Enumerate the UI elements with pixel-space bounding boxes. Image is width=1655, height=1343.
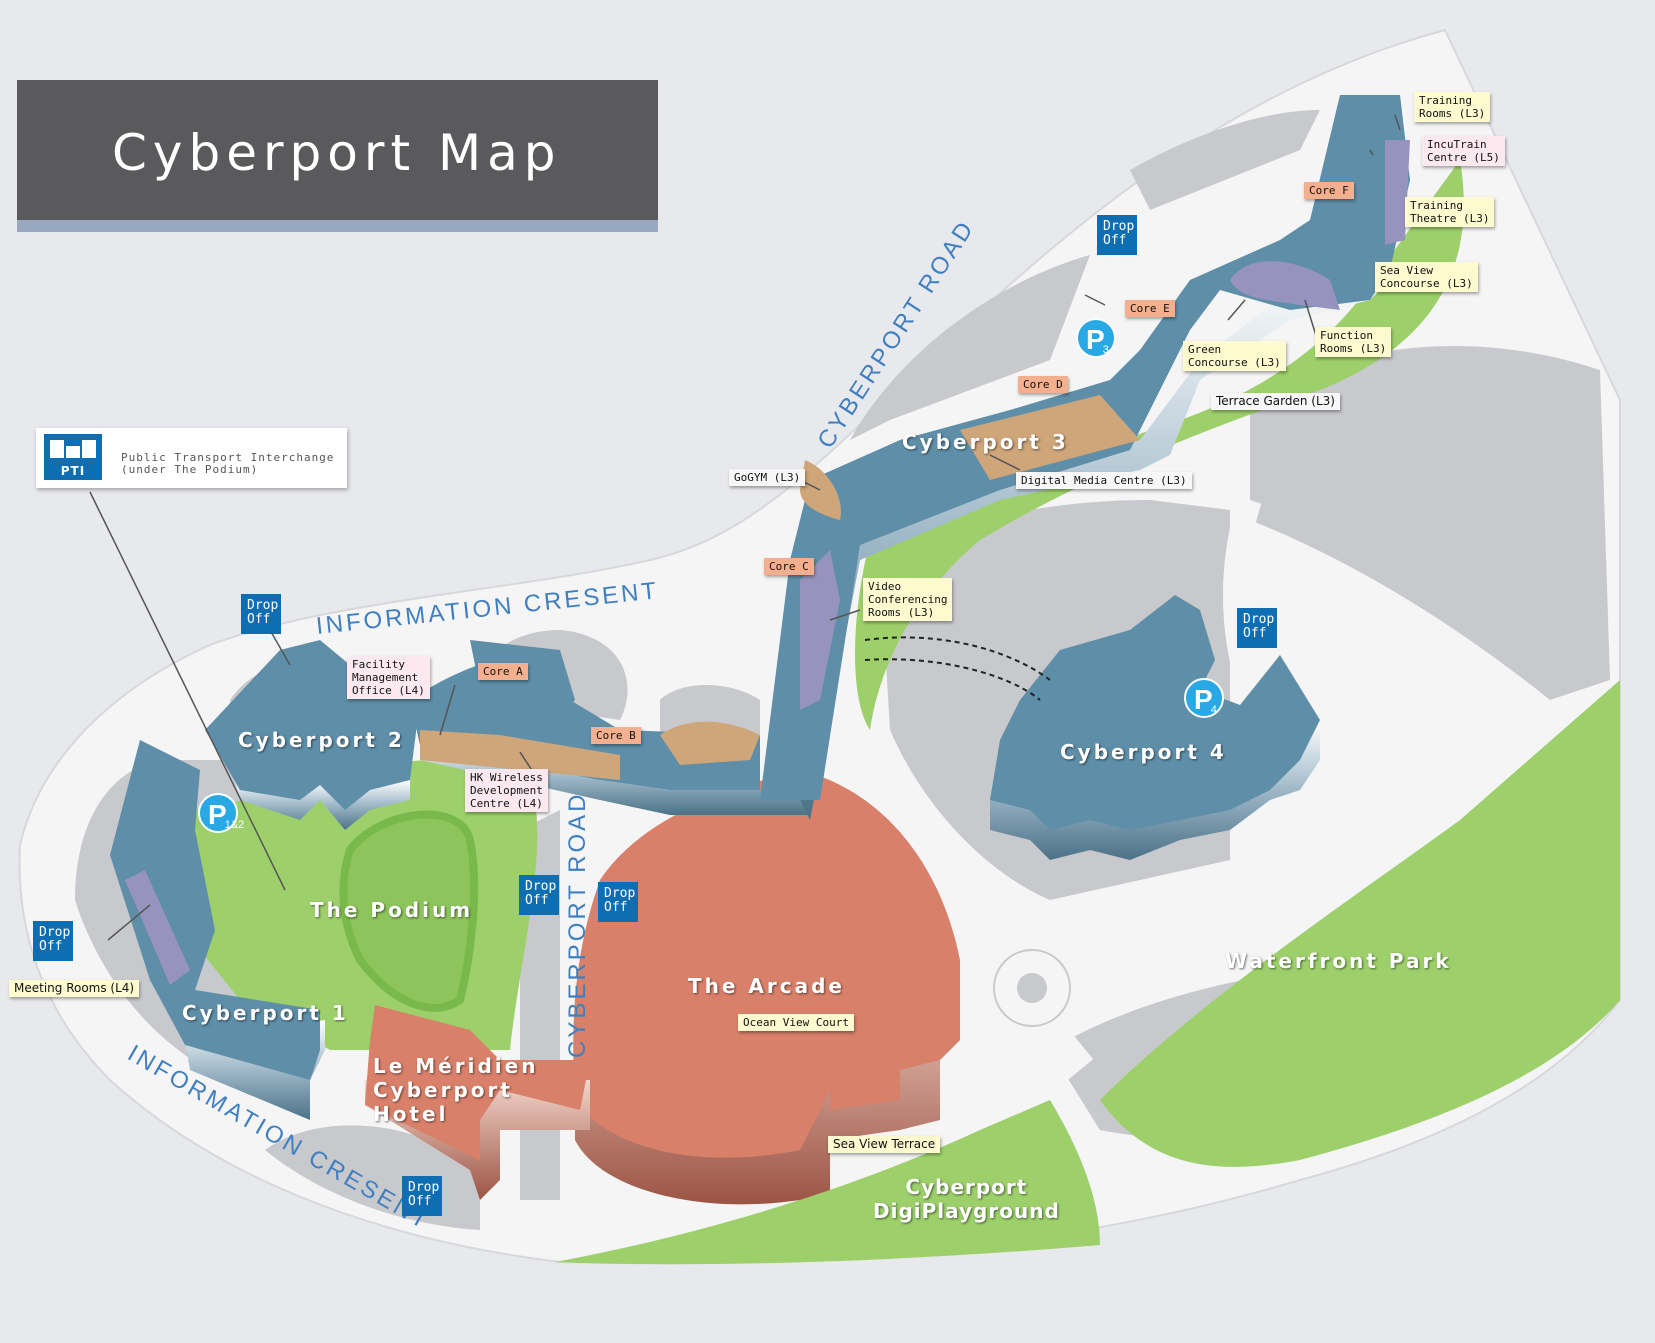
label-ocean-view-court: Ocean View Court <box>738 1014 854 1031</box>
tan-gogym <box>800 460 841 520</box>
label-core-c: Core C <box>764 558 814 575</box>
tan-digital-media <box>960 395 1140 480</box>
label-core-f: Core F <box>1304 182 1354 199</box>
meeting-rooms-area <box>125 870 190 985</box>
drop-off-marker[interactable]: Drop Off <box>33 921 73 961</box>
video-conf-area <box>800 550 840 710</box>
hotel-roof <box>365 1005 590 1160</box>
green-podium-inner <box>339 810 479 1012</box>
pti-icon-label: PTI <box>60 464 86 478</box>
drop-off-marker[interactable]: Drop Off <box>241 594 281 634</box>
cyberport4-roof <box>990 595 1320 830</box>
parking-letter: P <box>1086 324 1105 355</box>
green-digiplayground <box>555 1100 1100 1265</box>
label-hk-wireless-development-centre: HK Wireless Development Centre (L4) <box>465 769 548 812</box>
label-sea-view-concourse: Sea View Concourse (L3) <box>1375 262 1478 292</box>
arcade-roof <box>573 770 960 1158</box>
drop-off-marker[interactable]: Drop Off <box>598 882 638 922</box>
grey-lot-c3-north-2 <box>1130 110 1320 210</box>
drop-off-marker[interactable]: Drop Off <box>519 875 559 915</box>
corridor-wall <box>420 740 810 815</box>
building-cyberport4[interactable]: Cyberport 4 <box>1060 740 1227 764</box>
label-digital-media-centre: Digital Media Centre (L3) <box>1016 472 1192 489</box>
building-cyberport3[interactable]: Cyberport 3 <box>902 430 1069 454</box>
building-the-arcade[interactable]: The Arcade <box>688 974 845 998</box>
label-facility-management-office: Facility Management Office (L4) <box>347 656 430 699</box>
parking-sub: 4 <box>1210 704 1217 716</box>
roundabout-island <box>1017 973 1047 1003</box>
area-waterfront-park[interactable]: Waterfront Park <box>1225 949 1452 973</box>
incutrain-area <box>1385 140 1410 245</box>
label-function-rooms: Function Rooms (L3) <box>1315 327 1392 357</box>
parking-p1-2-icon[interactable]: P1&2 <box>198 793 244 833</box>
label-video-conferencing-rooms: Video Conferencing Rooms (L3) <box>863 578 953 621</box>
label-core-e: Core E <box>1125 300 1175 317</box>
label-sea-view-terrace: Sea View Terrace <box>828 1136 941 1153</box>
label-meeting-rooms: Meeting Rooms (L4) <box>9 980 140 997</box>
drop-off-marker[interactable]: Drop Off <box>1097 215 1137 255</box>
building-cyberport1[interactable]: Cyberport 1 <box>182 1001 349 1025</box>
drop-off-marker[interactable]: Drop Off <box>1237 608 1277 648</box>
parking-p4-icon[interactable]: P4 <box>1184 678 1224 718</box>
label-core-a: Core A <box>478 663 528 680</box>
label-terrace-garden: Terrace Garden (L3) <box>1211 393 1340 410</box>
pti-description: Public Transport Interchange (under The … <box>121 451 335 476</box>
map-title-banner: Cyberport Map <box>17 80 658 232</box>
building-cyberport2[interactable]: Cyberport 2 <box>238 728 405 752</box>
label-training-theatre: Training Theatre (L3) <box>1405 197 1495 227</box>
parking-sub: 3 <box>1102 344 1109 356</box>
green-waterfront <box>1100 680 1620 1167</box>
parking-letter: P <box>208 799 227 830</box>
label-green-concourse: Green Concourse (L3) <box>1183 341 1286 371</box>
access-road-east <box>1223 496 1262 694</box>
label-core-b: Core B <box>591 727 641 744</box>
label-incutrain-centre: IncuTrain Centre (L5) <box>1422 136 1505 166</box>
grey-lot-east <box>1250 346 1610 700</box>
road-cyberport-road-lower: CYBERPORT ROAD <box>564 792 591 1059</box>
label-training-rooms: Training Rooms (L3) <box>1414 92 1491 122</box>
function-rooms-area <box>1230 261 1340 310</box>
bus-taxi-icon <box>50 440 96 458</box>
access-road <box>806 709 1094 1081</box>
area-the-podium[interactable]: The Podium <box>310 898 474 922</box>
walkway-dashed-1 <box>864 636 1051 681</box>
page-title: Cyberport Map <box>112 124 562 182</box>
drop-off-marker[interactable]: Drop Off <box>402 1176 442 1216</box>
pti-legend: PTI Public Transport Interchange (under … <box>36 428 347 488</box>
public-transport-icon: PTI <box>44 434 102 480</box>
area-digiplayground[interactable]: Cyberport DigiPlayground <box>873 1175 1060 1223</box>
parking-p3-icon[interactable]: P3 <box>1076 318 1116 358</box>
label-gogym: GoGYM (L3) <box>729 469 806 486</box>
building-le-meridien-hotel[interactable]: Le Méridien Cyberport Hotel <box>373 1054 539 1126</box>
tan-core-b <box>660 721 760 765</box>
parking-letter: P <box>1194 684 1213 715</box>
label-core-d: Core D <box>1018 376 1068 393</box>
tan-facility <box>420 730 620 780</box>
parking-sub: 1&2 <box>224 819 245 831</box>
cyberport1-roof <box>110 740 320 1080</box>
grey-lot-c3-north <box>850 255 1090 440</box>
